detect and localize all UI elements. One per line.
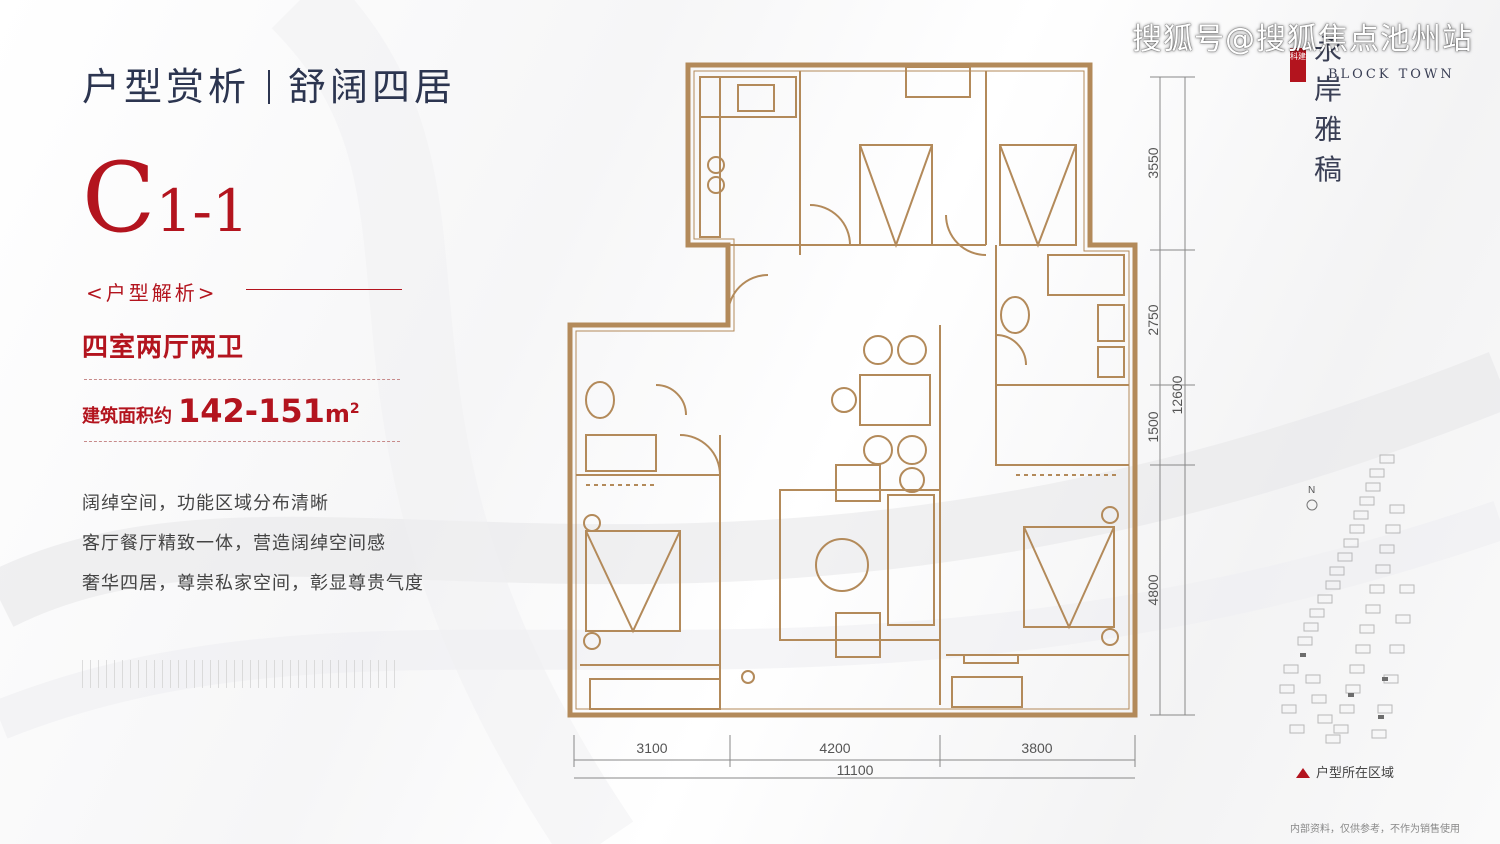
- model-number: 1-1: [155, 177, 249, 245]
- analysis-tag-line: [246, 289, 402, 290]
- north-arrow-icon: [1306, 499, 1318, 511]
- model-letter: C: [82, 142, 156, 254]
- divider-dashed: [84, 379, 400, 380]
- layout-type: 四室两厅两卫: [82, 333, 245, 363]
- model-code: C1-1: [82, 150, 249, 246]
- dim-right: 4800: [1145, 574, 1161, 605]
- page-title-right: 舒阔四居: [288, 65, 457, 109]
- dim-right-total: 12600: [1169, 375, 1185, 414]
- area-value: 142-151: [178, 392, 325, 430]
- feature-item: 阔绰空间，功能区域分布清晰: [82, 493, 329, 514]
- decorative-stripes: [82, 660, 398, 688]
- disclaimer: 内部资料，仅供参考，不作为销售使用: [1290, 824, 1460, 835]
- dim-bottom: 4200: [819, 740, 850, 756]
- dim-right: 3550: [1145, 147, 1161, 178]
- watermark: 搜狐号@搜狐焦点池州站: [1132, 22, 1473, 57]
- dim-right: 2750: [1145, 304, 1161, 335]
- brand-seal: 科建: [1290, 48, 1306, 82]
- analysis-tag: <户型解析>: [86, 281, 218, 305]
- floor-plan: 3100 4200 3800 11100 3550 2750 1500 4800…: [567, 62, 1195, 779]
- site-legend: 户型所在区域: [1296, 762, 1394, 781]
- dim-total: 11100: [837, 762, 874, 778]
- title-divider: [268, 70, 271, 104]
- area-unit-exp: 2: [349, 401, 360, 417]
- dim-right: 1500: [1145, 411, 1161, 442]
- location-triangle-icon: [1296, 768, 1310, 778]
- feature-item: 客厅餐厅精致一体，营造阔绰空间感: [82, 533, 386, 554]
- outer-wall: [567, 62, 1138, 718]
- brand-name-cn: 永岸雅稿: [1314, 33, 1346, 186]
- brand-name-en: BLOCK TOWN: [1328, 67, 1455, 82]
- divider-dashed: [84, 441, 400, 442]
- area-unit: m2: [325, 400, 360, 428]
- site-plan: N: [1279, 454, 1415, 744]
- area-label: 建筑面积约: [82, 406, 172, 427]
- area-unit-base: m: [324, 400, 350, 428]
- page-title-left: 户型赏析: [82, 65, 251, 109]
- dim-bottom: 3800: [1021, 740, 1052, 756]
- north-label: N: [1308, 485, 1315, 496]
- dim-bottom: 3100: [636, 740, 667, 756]
- area-row: 建筑面积约 142-151m2: [82, 392, 360, 430]
- feature-item: 奢华四居，尊崇私家空间，彰显尊贵气度: [82, 573, 424, 594]
- site-legend-label: 户型所在区域: [1316, 766, 1395, 781]
- page-title: 户型赏析舒阔四居: [82, 56, 456, 111]
